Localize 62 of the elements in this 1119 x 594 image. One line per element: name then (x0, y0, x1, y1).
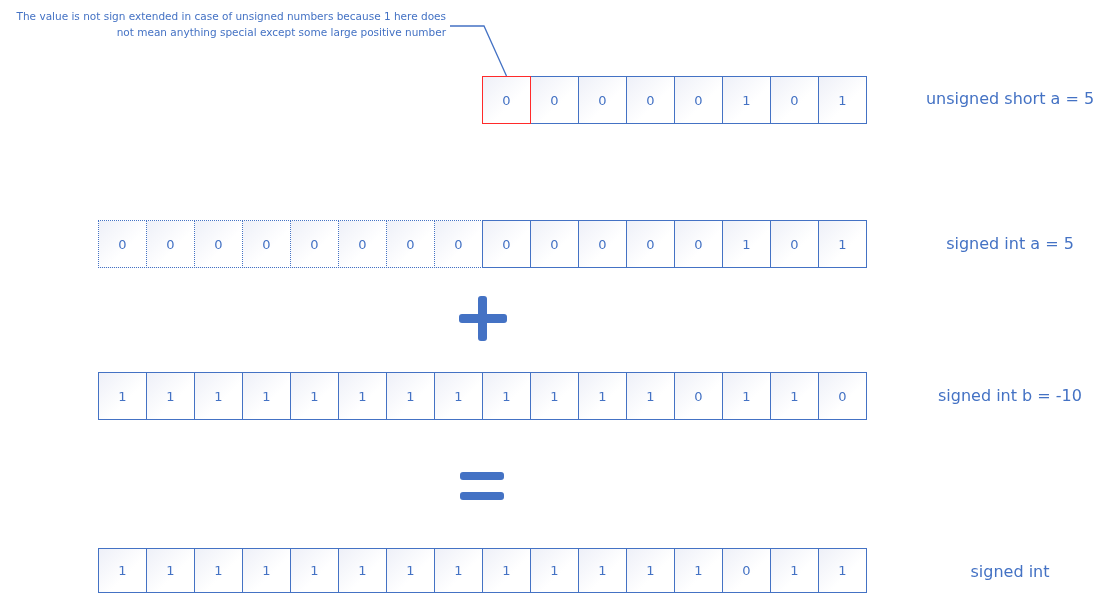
bit-cell: 1 (818, 220, 867, 268)
bit-cell: 1 (146, 548, 195, 593)
bit-cell: 0 (674, 372, 723, 420)
bit-cell: 1 (674, 548, 723, 593)
bit-cell: 0 (722, 548, 771, 593)
bit-cell: 0 (434, 220, 483, 268)
bit-cell: 1 (386, 372, 435, 420)
bit-cell: 0 (770, 220, 819, 268)
row-label: signed int b = -10 (937, 386, 1083, 405)
bit-cell: 1 (434, 548, 483, 593)
bit-cell: 0 (674, 220, 723, 268)
bit-cell: 1 (818, 548, 867, 593)
bit-cell: 1 (626, 372, 675, 420)
bit-cell: 0 (626, 220, 675, 268)
bit-cell: 0 (194, 220, 243, 268)
bit-cell: 1 (194, 548, 243, 593)
bit-cell: 0 (530, 76, 579, 124)
bit-cell: 1 (482, 548, 531, 593)
row-label: unsigned short a = 5 (924, 89, 1096, 108)
bit-cell: 1 (242, 548, 291, 593)
bit-cell: 0 (482, 76, 531, 124)
bit-cell: 0 (338, 220, 387, 268)
bit-cell: 0 (578, 220, 627, 268)
callout-note: The value is not sign extended in case of unsigned numbers because 1 here does not mean anything special except some large positive number (0, 8, 446, 42)
bit-cell: 1 (818, 76, 867, 124)
bit-cell: 1 (722, 220, 771, 268)
bit-cell: 0 (482, 220, 531, 268)
leader-line (449, 25, 508, 77)
bit-cell: 0 (242, 220, 291, 268)
bit-cell: 0 (674, 76, 723, 124)
bit-cell: 1 (98, 548, 147, 593)
bit-cell: 0 (290, 220, 339, 268)
bit-cell: 1 (482, 372, 531, 420)
bit-cell: 0 (818, 372, 867, 420)
bit-cell: 1 (194, 372, 243, 420)
bit-cell: 1 (722, 372, 771, 420)
bit-cell: 1 (146, 372, 195, 420)
bit-cell: 1 (338, 372, 387, 420)
bit-cell: 1 (722, 76, 771, 124)
bit-cell: 1 (578, 548, 627, 593)
bit-cell: 1 (530, 372, 579, 420)
bit-cell: 0 (386, 220, 435, 268)
bit-cell: 0 (146, 220, 195, 268)
bit-cell: 0 (770, 76, 819, 124)
row-label: signed int a = 5 (945, 234, 1075, 253)
bit-cell: 1 (770, 372, 819, 420)
bit-cell: 1 (434, 372, 483, 420)
bit-cell: 1 (578, 372, 627, 420)
bit-cell: 1 (530, 548, 579, 593)
bit-cell: 1 (386, 548, 435, 593)
bit-cell: 1 (770, 548, 819, 593)
row-label: signed int (969, 562, 1051, 581)
bit-cell: 0 (530, 220, 579, 268)
bit-cell: 1 (626, 548, 675, 593)
bit-cell: 0 (626, 76, 675, 124)
bit-cell: 1 (98, 372, 147, 420)
bit-cell: 1 (290, 372, 339, 420)
bit-cell: 0 (98, 220, 147, 268)
bit-cell: 1 (338, 548, 387, 593)
bit-cell: 1 (290, 548, 339, 593)
bit-cell: 1 (242, 372, 291, 420)
bit-cell: 0 (578, 76, 627, 124)
